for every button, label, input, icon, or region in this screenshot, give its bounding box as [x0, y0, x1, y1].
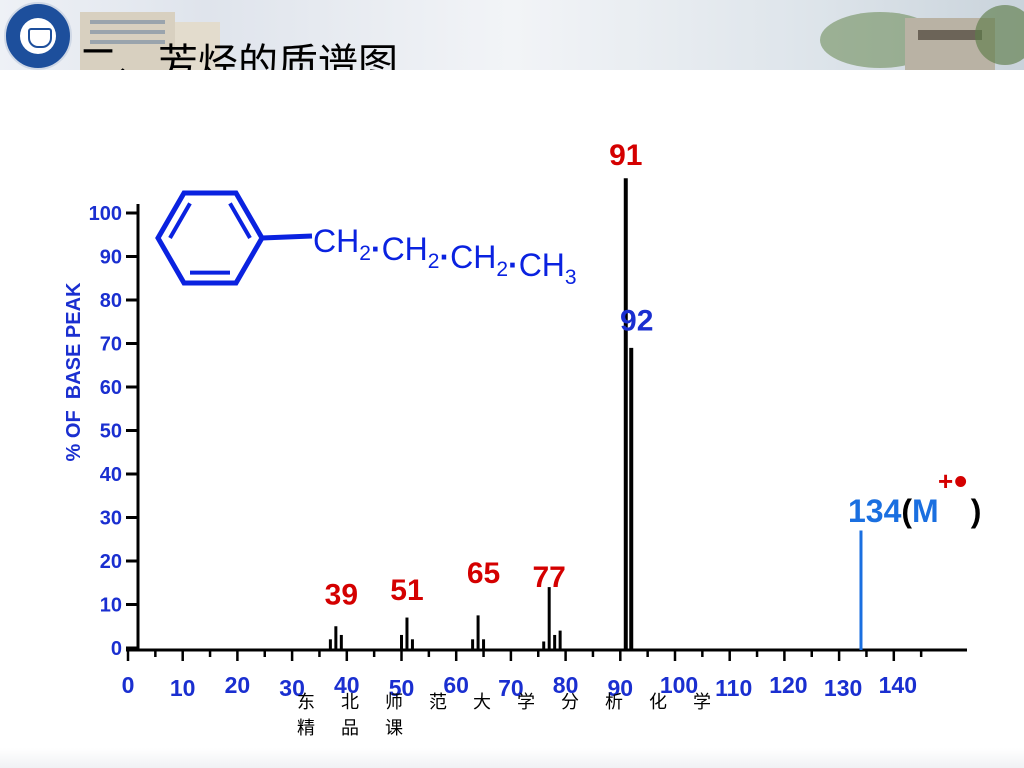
- molecular-ion-part: (: [901, 493, 912, 529]
- formula-subscript: 2: [359, 242, 371, 265]
- y-tick-label: 10: [100, 595, 122, 617]
- page-title: 二、芳烃的质谱图: [78, 41, 398, 70]
- header-banner: 二、芳烃的质谱图: [0, 0, 1024, 70]
- peak-label: 77: [533, 561, 566, 594]
- spectrum-peaks: [328, 178, 863, 650]
- x-tick-label: 60: [443, 672, 469, 698]
- molecular-ion-part: ): [971, 493, 982, 529]
- formula-group: CH: [313, 223, 359, 259]
- x-tick-label: 90: [608, 675, 634, 701]
- x-tick-label: 50: [389, 675, 415, 701]
- substituent-bond: [261, 233, 313, 241]
- benzene-hexagon: [155, 190, 265, 286]
- peak-labels: 39 51 65 77 91 92: [325, 139, 654, 611]
- formula-group: CH: [519, 247, 565, 283]
- peak-label: 91: [609, 139, 642, 172]
- charge-sign: +: [938, 466, 953, 496]
- peak-label: 92: [620, 304, 653, 337]
- y-tick-label: 40: [100, 464, 122, 486]
- university-logo: [4, 2, 72, 70]
- footer-line-2: 精品课: [297, 718, 429, 739]
- molecular-ion-label: 134(M )+•: [848, 461, 981, 529]
- formula-group: ·: [439, 239, 450, 275]
- x-tick-label: 0: [122, 672, 135, 698]
- x-tick-label: 30: [279, 675, 305, 701]
- x-tick-label: 120: [769, 672, 807, 698]
- y-tick-label: 80: [100, 290, 122, 312]
- molecular-ion-text: 134(M ): [848, 493, 981, 529]
- logo-emblem: [20, 18, 56, 54]
- y-tick-label: 90: [100, 247, 122, 269]
- formula-group: CH: [450, 239, 496, 275]
- benzene-double-bond: [228, 202, 252, 239]
- campus-photo-strip: [80, 5, 1024, 70]
- x-axis-ticks: 0 10 20 30 40 50 60 70 80 90 100 110 120 130 140: [122, 672, 917, 701]
- formula-group: ·: [371, 231, 382, 267]
- benzene-double-bond: [168, 202, 192, 239]
- y-tick-label: 70: [100, 334, 122, 356]
- x-tick-label: 70: [498, 675, 524, 701]
- bottom-bar: [0, 748, 1024, 768]
- x-tick-label: 20: [225, 672, 251, 698]
- y-tick-label: 100: [89, 203, 122, 225]
- y-tick-label: 30: [100, 508, 122, 530]
- x-tick-label: 140: [879, 672, 917, 698]
- footer-credit: 东北师范大学分析化学 精品课: [297, 690, 737, 742]
- y-tick-label: 0: [111, 638, 122, 660]
- x-tick-label: 80: [553, 672, 579, 698]
- formula-group: CH: [382, 231, 428, 267]
- peak-label: 51: [390, 574, 423, 607]
- peak-label: 39: [325, 579, 358, 612]
- benzene-ring-structure: [155, 190, 313, 286]
- formula-group: ·: [508, 247, 519, 283]
- x-tick-label: 10: [170, 675, 196, 701]
- x-tick-label: 40: [334, 672, 360, 698]
- x-tick-label: 100: [660, 672, 698, 698]
- molecular-ion-part: M: [912, 493, 939, 529]
- formula-subscript: 2: [496, 258, 508, 281]
- y-tick-label: 20: [100, 551, 122, 573]
- formula-subscript: 2: [428, 250, 440, 273]
- logo-book-icon: [28, 28, 52, 48]
- chart-axes: [126, 204, 967, 661]
- y-tick-label: 50: [100, 421, 122, 443]
- radical-dot: •: [954, 461, 967, 503]
- y-tick-label: 60: [100, 377, 122, 399]
- footer-line-1: 东北师范大学分析化学: [297, 692, 737, 713]
- y-axis-ticks: 0 10 20 30 40 50 60 70 80 90 100: [89, 203, 138, 660]
- chain-formula: CH2·CH2·CH2·CH3: [313, 223, 577, 289]
- x-tick-label: 130: [824, 675, 862, 701]
- x-tick-label: 110: [715, 675, 752, 701]
- y-axis-label: % OF BASE PEAK: [63, 282, 85, 461]
- formula-subscript: 3: [565, 266, 577, 289]
- molecular-ion-part: 134: [848, 493, 902, 529]
- peak-label: 65: [467, 557, 500, 590]
